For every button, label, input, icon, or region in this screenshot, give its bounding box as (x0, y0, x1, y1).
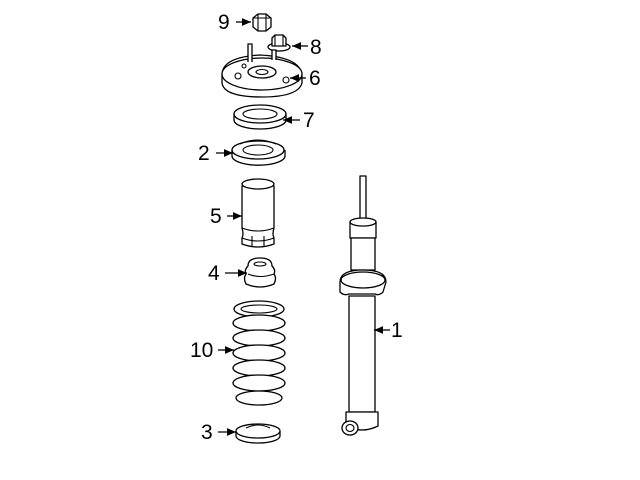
part-1-shock-absorber[interactable] (339, 175, 387, 436)
part-10-coil-spring[interactable] (232, 300, 286, 406)
callout-arrows (216, 18, 390, 436)
part-5-dust-boot[interactable] (241, 178, 275, 248)
callout-10: 10 (190, 339, 214, 362)
part-4-bump-stop[interactable] (243, 257, 277, 288)
callout-8: 8 (310, 36, 322, 59)
part-8-nut[interactable] (267, 34, 291, 52)
callout-6: 6 (309, 67, 321, 90)
callout-5: 5 (210, 205, 222, 228)
part-3-lower-seat[interactable] (235, 423, 281, 444)
part-6-strut-mount[interactable] (221, 43, 303, 98)
callout-2: 2 (198, 142, 210, 165)
callout-1: 1 (391, 319, 403, 342)
callout-9: 9 (218, 11, 230, 34)
callout-4: 4 (208, 262, 220, 285)
part-9-nut[interactable] (252, 13, 272, 32)
callout-3: 3 (201, 421, 213, 444)
part-7-bearing[interactable] (233, 104, 287, 130)
callout-7: 7 (303, 109, 315, 132)
part-2-spring-seat[interactable] (231, 139, 286, 166)
